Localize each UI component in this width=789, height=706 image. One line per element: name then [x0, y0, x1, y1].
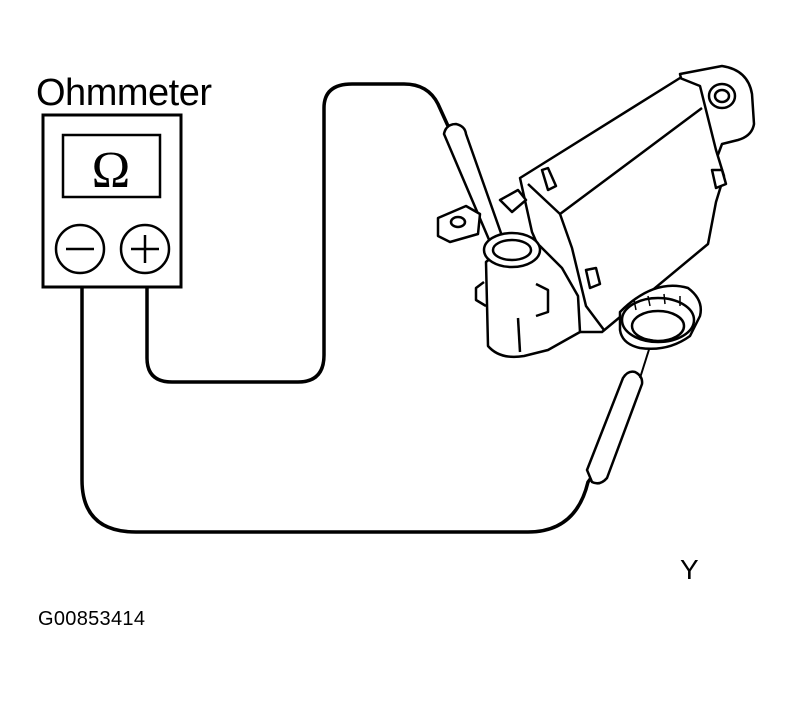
ohmmeter-display [61, 133, 162, 199]
negative-test-lead [80, 288, 596, 534]
ohmmeter-label: Ohmmeter [36, 72, 212, 114]
positive-test-lead [145, 82, 450, 384]
ohmmeter [41, 113, 183, 289]
ohmmeter-housing [41, 113, 183, 289]
negative-probe [585, 339, 653, 485]
negative-terminal-icon [54, 223, 106, 275]
ohm-symbol: Ω [92, 142, 131, 199]
ignition-coil [436, 64, 756, 359]
callout-label-y: Y [680, 554, 699, 585]
figure-id: G00853414 [38, 608, 146, 630]
positive-terminal-icon [119, 223, 171, 275]
